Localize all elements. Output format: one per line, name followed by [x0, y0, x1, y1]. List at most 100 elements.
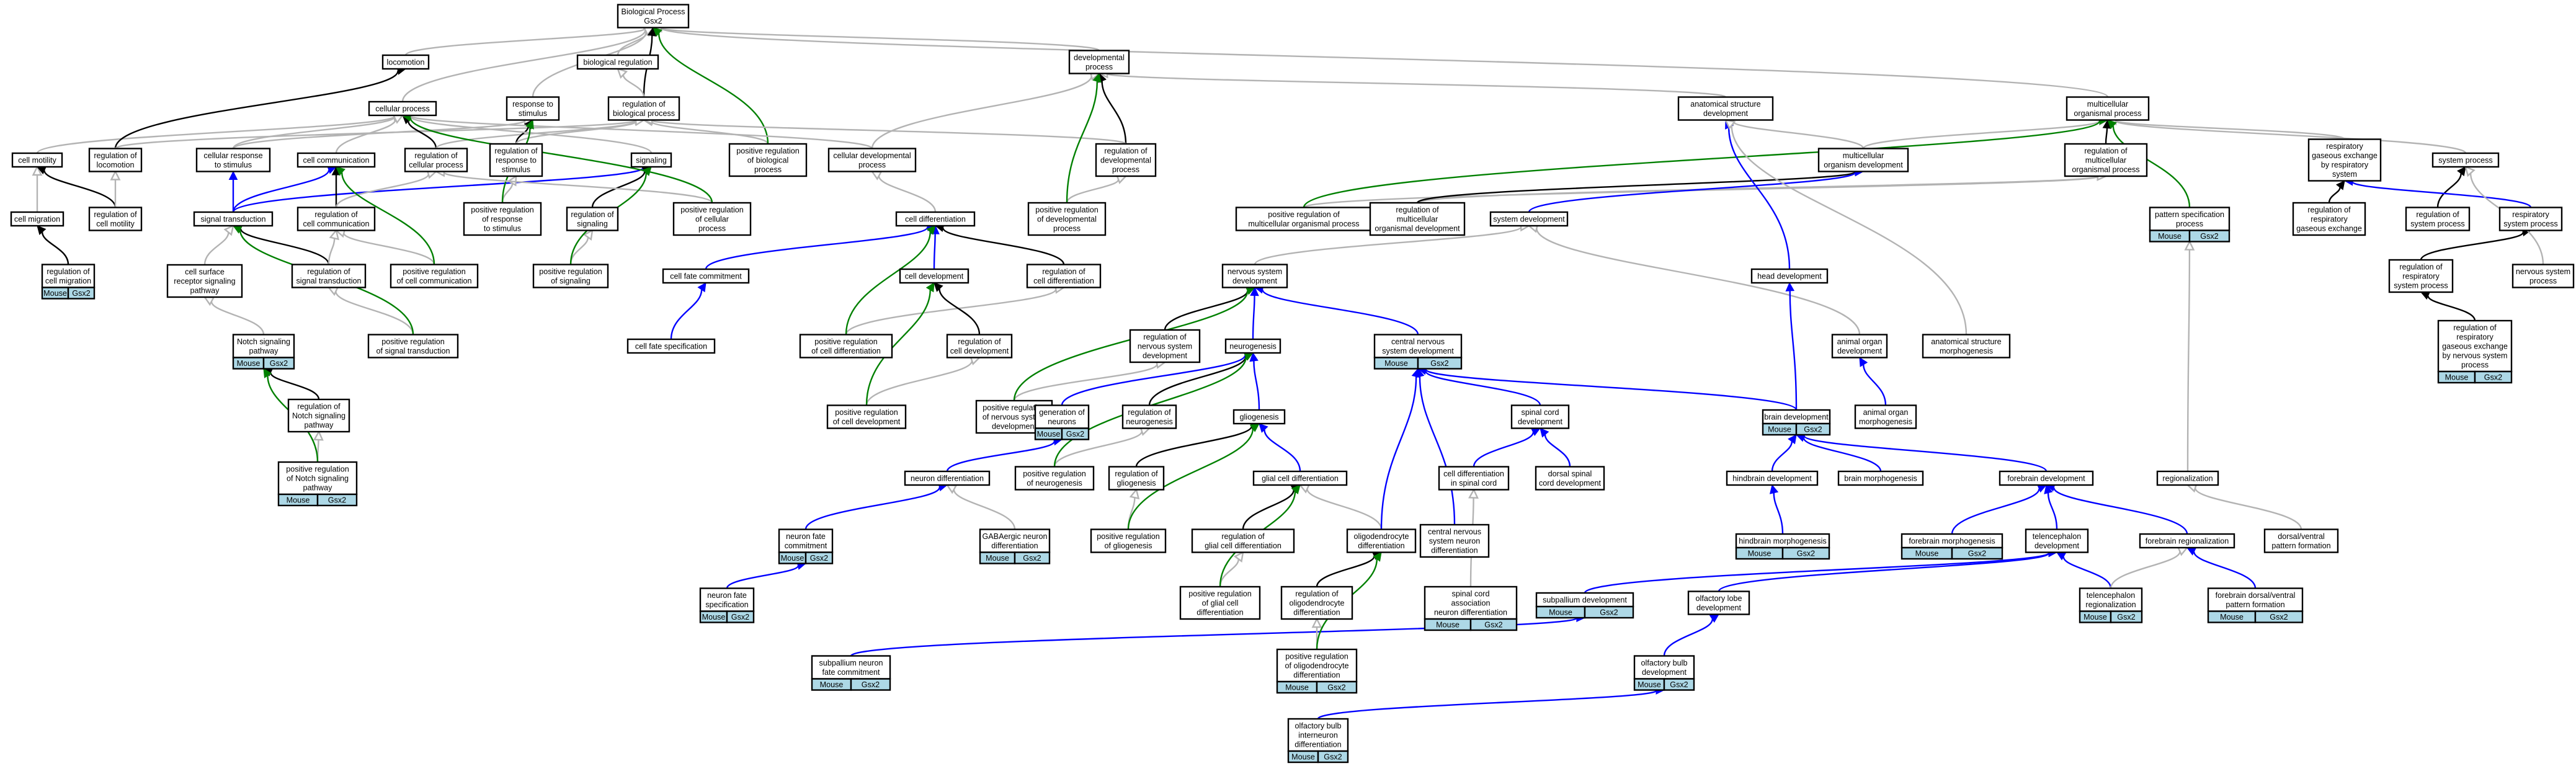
go-term-node-hindbraindev[interactable]: hindbrain development — [1726, 470, 1819, 486]
go-term-node-neurdiff[interactable]: neuron differentiation — [904, 470, 991, 486]
annotation-cell[interactable] — [2254, 610, 2304, 623]
annotation-cell[interactable] — [1663, 678, 1695, 691]
go-term-node-celldevelopment[interactable]: cell development — [899, 268, 969, 284]
go-term-node-brainmorph[interactable]: brain morphogenesis — [1837, 470, 1924, 486]
annotation-cell[interactable] — [316, 493, 358, 507]
go-term-node-gliogenesis[interactable]: gliogenesis — [1232, 409, 1286, 425]
annotation-cell[interactable] — [850, 678, 891, 691]
go-term-node-glialdiff[interactable]: glial cell differentiation — [1252, 470, 1348, 486]
annotation-cell[interactable] — [1584, 605, 1634, 619]
go-term-node-cellmot[interactable]: cell motility — [11, 152, 63, 168]
annotation-cell[interactable] — [1781, 546, 1830, 560]
annotation-cell[interactable] — [1014, 551, 1051, 564]
go-term-node-sysproc[interactable]: system process — [2431, 152, 2500, 168]
go-term-node-cellmig[interactable]: cell migration — [10, 211, 65, 227]
annotation-cell[interactable] — [1417, 357, 1463, 370]
go-term-node-celldiff[interactable]: cell differentiation — [895, 211, 976, 227]
go-term-node-sigtrans[interactable]: signal transduction — [193, 211, 274, 227]
go-term-node-bioreg[interactable]: biological regulation — [576, 54, 659, 70]
go-term-node-sysdev[interactable]: system development — [1489, 211, 1569, 227]
annotation-cell[interactable] — [1469, 618, 1518, 631]
go-term-node-forebraindev[interactable]: forebrain development — [1999, 470, 2094, 486]
annotation-cell[interactable] — [804, 551, 834, 564]
go-term-node-neurogenesis[interactable]: neurogenesis — [1224, 338, 1281, 354]
go-term-node-cfs[interactable]: cell fate specification — [626, 338, 716, 354]
go-term-node-regoligodiff[interactable]: regulation ofoligodendrocytedifferentiat… — [1280, 586, 1353, 620]
annotation-cell[interactable] — [2110, 610, 2143, 623]
annotation-cell[interactable] — [262, 357, 295, 370]
go-term-node-obid[interactable]: olfactory bulbinterneurondifferentiation… — [1287, 718, 1349, 764]
annotation-cell[interactable] — [1795, 422, 1831, 436]
annotation-cell[interactable] — [1316, 680, 1358, 694]
annotation-cell[interactable] — [1061, 427, 1090, 440]
go-term-node-headdev[interactable]: head development — [1750, 268, 1829, 284]
go-term-node-cellproc[interactable]: cellular process — [368, 100, 437, 117]
go-term-node-cellcomm[interactable]: cell communication — [296, 152, 376, 168]
annotation-cell[interactable] — [1951, 546, 2003, 560]
annotation-cell[interactable] — [2474, 370, 2513, 384]
go-term-node-forebrainreg[interactable]: forebrain regionalization — [2139, 533, 2235, 549]
annotation-cell[interactable] — [2188, 229, 2231, 243]
